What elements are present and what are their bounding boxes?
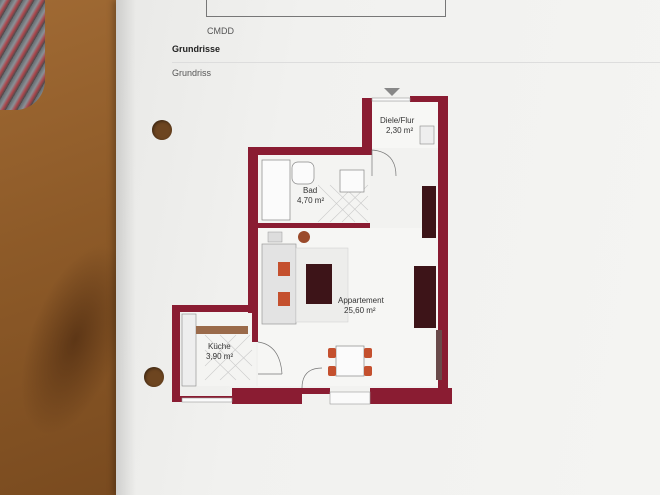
kitchen-area: 3,90 m² [206, 352, 233, 361]
kitchen-counter [181, 313, 197, 387]
bath-name: Bad [303, 186, 317, 195]
coffee-table [306, 264, 332, 304]
paper-shadow [116, 0, 136, 495]
sofa-cushion [278, 292, 290, 306]
punch-hole-top [152, 120, 172, 140]
section-title: Grundrisse [172, 44, 221, 54]
hall-cabinet [419, 125, 435, 145]
toilet [291, 161, 315, 185]
plant [298, 231, 310, 243]
living-area: 25,60 m² [344, 306, 376, 315]
wardrobe [422, 186, 436, 238]
header-box [206, 0, 446, 17]
tv-unit [414, 266, 436, 328]
living-name: Appartement [338, 296, 385, 305]
divider [172, 62, 660, 63]
kitchen-counter-top [196, 326, 248, 334]
sofa [261, 243, 297, 325]
sink [339, 169, 365, 193]
bathtub [261, 159, 291, 221]
side-table [267, 231, 283, 243]
hall-name: Diele/Flur [380, 116, 415, 125]
sofa-cushion [278, 262, 290, 276]
entrance-arrow [384, 88, 400, 96]
windows [181, 97, 411, 405]
fabric-corner [0, 0, 45, 110]
punch-hole-bottom [144, 367, 164, 387]
bath-area: 4,70 m² [297, 196, 324, 205]
section-subtitle: Grundriss [172, 68, 212, 78]
hall-area: 2,30 m² [386, 126, 413, 135]
code-label: CMDD [207, 26, 234, 36]
chairs [328, 348, 372, 376]
kitchen-tiles [204, 334, 253, 381]
dining-table [335, 345, 365, 377]
radiator [436, 330, 442, 380]
kitchen-name: Küche [208, 342, 231, 351]
door-swings [257, 149, 397, 389]
